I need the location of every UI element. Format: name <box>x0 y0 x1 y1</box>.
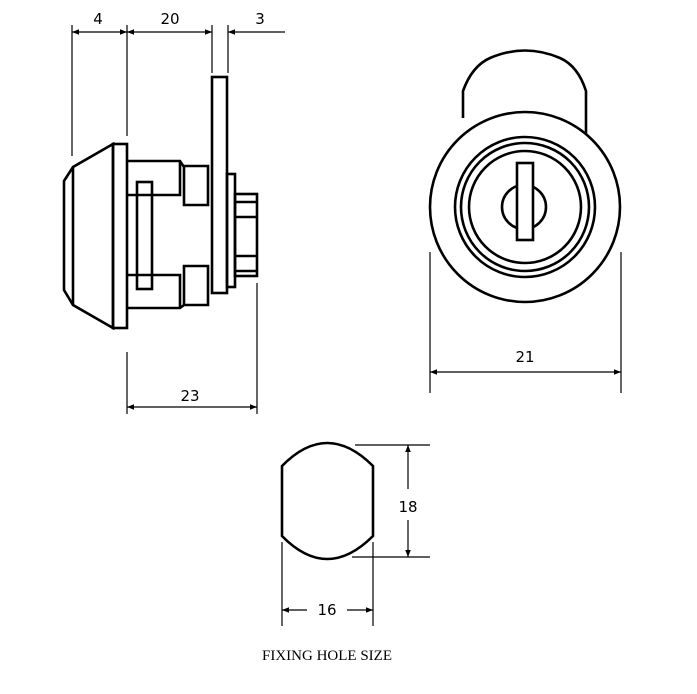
side-view: 4 20 3 23 <box>62 10 285 414</box>
key-slot <box>515 161 535 242</box>
lock-front-face <box>428 49 622 304</box>
ring-2 <box>459 141 591 273</box>
ring-3 <box>467 149 583 265</box>
fixing-hole-caption: FIXING HOLE SIZE <box>262 648 392 664</box>
dim-hole-width: 16 <box>317 601 336 619</box>
side-extension-lines <box>71 25 258 414</box>
fixing-hole-view: 18 16 FIXING HOLE SIZE <box>262 441 430 664</box>
knob <box>62 141 115 331</box>
lower-body <box>127 264 210 310</box>
fixing-hole-shape <box>280 441 375 561</box>
cam-tab <box>461 49 588 140</box>
front-view: 21 <box>428 49 622 393</box>
dim-body-length: 20 <box>160 10 179 28</box>
dim-rear-length: 23 <box>180 387 199 405</box>
mounting-plate <box>210 75 229 295</box>
upper-body <box>127 159 210 207</box>
dim-face-diameter: 21 <box>515 348 534 366</box>
dim-hole-height: 18 <box>398 498 417 516</box>
hole-dimension-lines <box>281 444 430 626</box>
inner-bar <box>135 180 154 291</box>
ring-1 <box>453 135 597 279</box>
dim-plate-thickness: 3 <box>255 10 265 28</box>
dim-knob-depth: 4 <box>93 10 103 28</box>
front-dimension-lines <box>429 252 622 393</box>
top-dimension-lines <box>72 29 285 410</box>
flange <box>111 142 129 330</box>
nut <box>233 192 259 278</box>
lock-side-body <box>62 75 259 331</box>
